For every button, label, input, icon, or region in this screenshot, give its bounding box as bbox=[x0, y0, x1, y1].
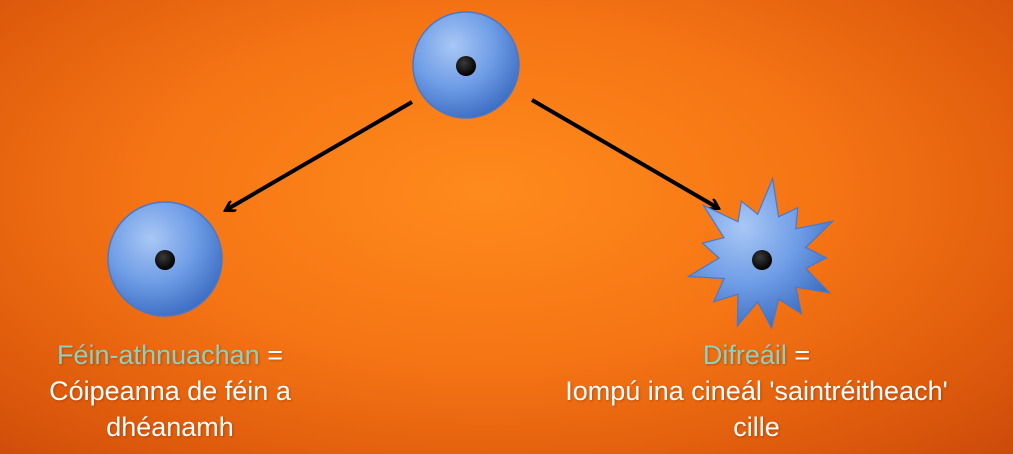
differentiation-caption: Difreáil = Iompú ina cineál 'saintréithe… bbox=[500, 337, 1013, 445]
nucleus-top bbox=[456, 56, 476, 76]
nucleus-left bbox=[155, 250, 175, 270]
equals-sign: = bbox=[259, 340, 283, 370]
self-renewal-term: Féin-athnuachan bbox=[57, 340, 260, 370]
self-renewal-caption: Féin-athnuachan = Cóipeanna de féin a dh… bbox=[0, 337, 340, 445]
equals-sign: = bbox=[786, 340, 811, 370]
self-renewal-description-2: dhéanamh bbox=[106, 412, 234, 442]
stem-cell-top bbox=[412, 11, 520, 119]
arrow-to-self-renewal bbox=[226, 100, 414, 210]
arrow-to-differentiation bbox=[530, 98, 718, 208]
differentiation-term: Difreáil bbox=[702, 340, 787, 370]
differentiation-description-1: Iompú ina cineál 'saintréitheach' bbox=[565, 376, 948, 406]
differentiated-cell bbox=[686, 176, 835, 330]
self-renewed-cell bbox=[107, 201, 223, 317]
self-renewal-description-1: Cóipeanna de féin a bbox=[49, 376, 291, 406]
differentiation-definition-line: Difreáil = bbox=[500, 337, 1013, 373]
self-renewal-definition-line: Féin-athnuachan = bbox=[0, 337, 340, 373]
nucleus-right bbox=[752, 250, 772, 270]
differentiation-description-2: cille bbox=[733, 412, 780, 442]
